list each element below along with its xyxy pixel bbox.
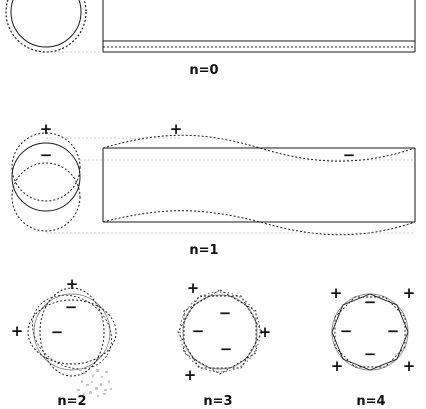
n3-plus-top: + <box>187 279 200 297</box>
n4-cross-section <box>331 293 409 371</box>
n0-cross-section <box>5 0 87 53</box>
label-n2: n=2 <box>57 394 86 409</box>
mode-n1-group: + − + − n=1 <box>11 120 416 258</box>
label-n3: n=3 <box>203 394 232 409</box>
n4-plus-top-right: + <box>403 284 416 302</box>
n3-minus-bottom: − <box>220 340 233 358</box>
n3-plus-right: + <box>259 323 272 341</box>
label-n4: n=4 <box>356 394 385 409</box>
n2-minus-left: − <box>51 323 64 341</box>
n4-minus-left: − <box>340 322 353 340</box>
n2-noise-patch <box>77 366 112 397</box>
mode-n4-group: + + + + − − − − n=4 <box>330 284 416 409</box>
n4-minus-right: − <box>387 322 400 340</box>
n4-minus-top: − <box>364 293 377 311</box>
n3-minus-left: − <box>192 322 205 340</box>
n1-guide-lines <box>46 137 180 234</box>
n1-minus-side: − <box>343 146 356 164</box>
n3-cross-section <box>177 289 263 375</box>
n1-plus-side: + <box>170 120 183 138</box>
n2-cross-section <box>27 287 117 377</box>
n3-plus-bottom: + <box>184 366 197 384</box>
mode-n0-group: n=0 <box>5 0 416 78</box>
n2-plus-left: + <box>11 322 24 340</box>
n1-cross-section <box>11 132 81 232</box>
label-n0: n=0 <box>189 63 218 78</box>
n1-minus-left: − <box>40 146 53 164</box>
n2-minus-upper: − <box>65 298 78 316</box>
mode-n3-group: + + + − − − n=3 <box>177 279 272 409</box>
n0-cylinder-side <box>46 0 416 53</box>
n4-plus-top-left: + <box>330 284 343 302</box>
n1-plus-left: + <box>40 120 53 138</box>
label-n1: n=1 <box>189 243 218 258</box>
n4-minus-bottom: − <box>364 345 377 363</box>
n4-plus-bottom-left: + <box>331 357 344 375</box>
n2-plus-top: + <box>66 275 79 293</box>
n3-minus-top: − <box>219 304 232 322</box>
mode-n2-group: + + − − n=2 <box>11 275 117 409</box>
n1-cylinder-side <box>102 134 416 236</box>
n4-plus-bottom-right: + <box>403 357 416 375</box>
